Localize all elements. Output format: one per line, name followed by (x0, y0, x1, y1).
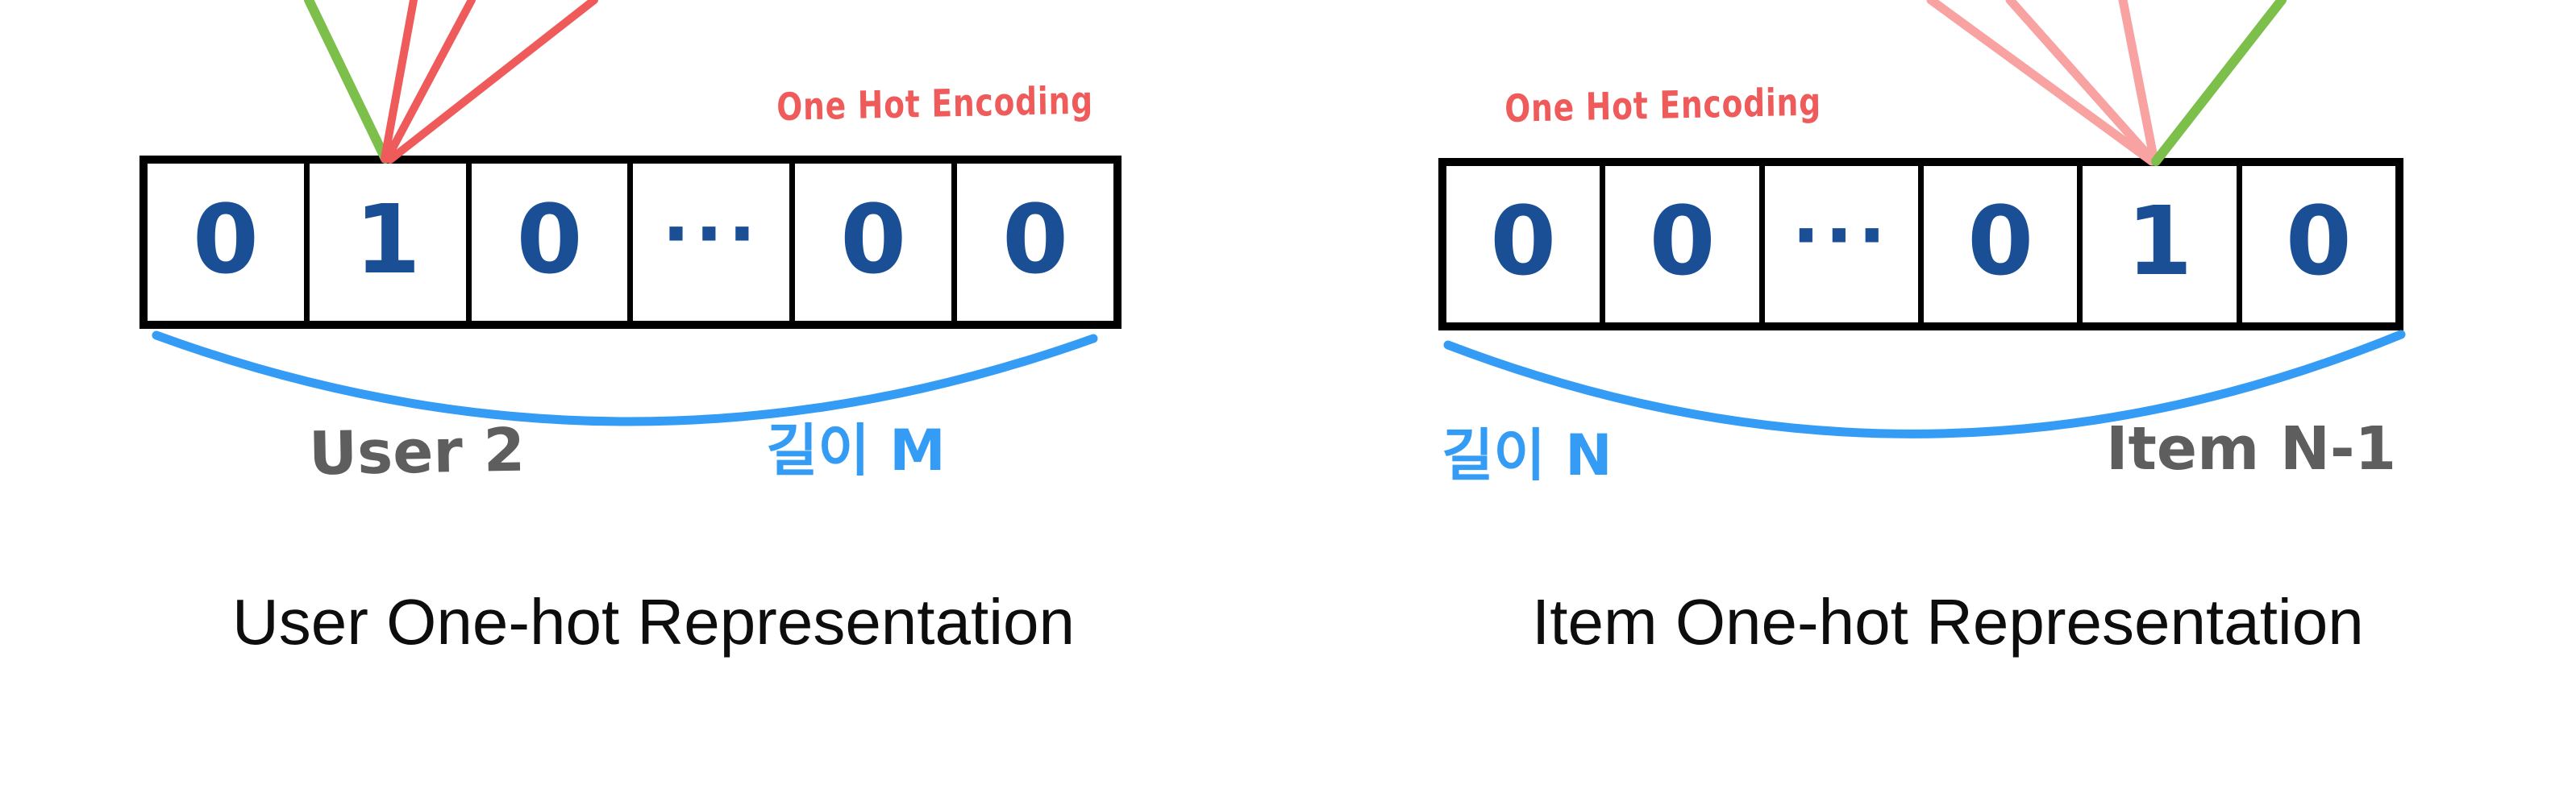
cell-value: 0 (1490, 185, 1557, 297)
item-vector-cell: 0 (1605, 166, 1765, 322)
cell-value: 0 (516, 183, 583, 295)
user-vector-ellipsis-cell: ··· (633, 164, 796, 321)
item-pink-line-3 (2118, 0, 2159, 166)
user-entity-label: User 2 (308, 415, 526, 489)
cell-value: 0 (1967, 185, 2034, 297)
item-vector-cell: 0 (1446, 166, 1606, 322)
item-diagram-caption: Item One-hot Representation (1532, 586, 2364, 658)
user-vector-cell: 0 (148, 164, 310, 321)
user-red-line-2 (383, 0, 476, 163)
item-entity-label: Item N-1 (2106, 414, 2397, 484)
user-vector-cell-hot: 1 (309, 164, 472, 321)
cell-value: 0 (1002, 183, 1069, 295)
item-length-label: 길이 N (1442, 422, 1613, 488)
user-red-line-1 (381, 0, 418, 163)
cell-value: 1 (2126, 185, 2193, 297)
cell-value: 0 (192, 183, 259, 295)
user-diagram-caption: User One-hot Representation (232, 586, 1075, 658)
item-vector-ellipsis-cell: ··· (1764, 166, 1924, 322)
cell-value: 1 (354, 183, 421, 295)
item-vector-cell-hot: 1 (2083, 166, 2242, 322)
user-red-line-3 (386, 0, 598, 164)
item-pink-line-1 (1926, 0, 2157, 166)
user-length-brace-curve (152, 330, 1098, 426)
cell-value: 0 (840, 183, 907, 295)
ellipsis-dots: ··· (661, 190, 761, 277)
item-green-line (2151, 0, 2287, 166)
cell-value: 0 (2285, 185, 2352, 297)
item-pink-line-2 (2005, 0, 2158, 166)
user-green-line (304, 0, 390, 164)
cell-value: 0 (1649, 185, 1716, 297)
item-one-hot-vector: 0 0 ··· 0 1 0 (1438, 158, 2403, 330)
item-one-hot-encoding-label: One Hot Encoding (1504, 80, 1822, 131)
item-vector-cell: 0 (2241, 166, 2395, 322)
user-vector-cell: 0 (471, 164, 634, 321)
user-vector-cell: 0 (957, 164, 1113, 321)
user-one-hot-encoding-label: One Hot Encoding (776, 78, 1094, 130)
user-vector-cell: 0 (795, 164, 958, 321)
user-one-hot-vector: 0 1 0 ··· 0 0 (139, 156, 1122, 329)
item-vector-cell: 0 (1923, 166, 2083, 322)
user-length-label: 길이 M (766, 418, 946, 484)
ellipsis-dots: ··· (1792, 193, 1891, 279)
